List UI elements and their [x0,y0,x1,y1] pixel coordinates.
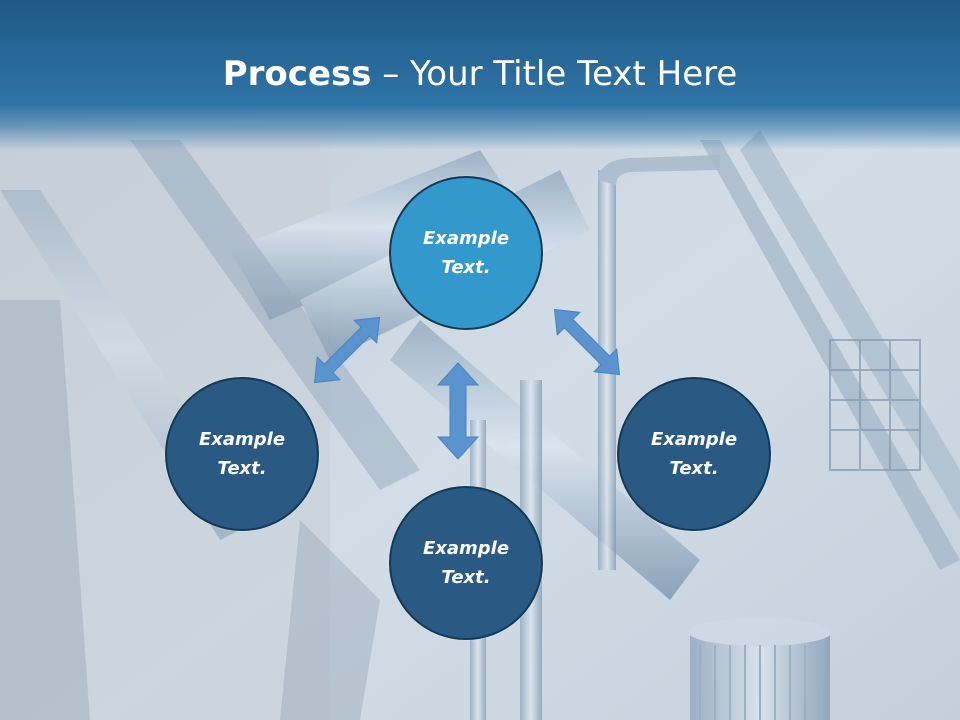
node-top-line2: Text. [441,257,491,278]
node-right-line1: Example [650,429,738,450]
node-left-line2: Text. [217,458,267,479]
node-bottom[interactable]: Example Text. [389,486,543,640]
node-bottom-line1: Example [422,538,510,559]
node-right-line2: Text. [669,458,719,479]
title-rest: – Your Title Text Here [371,54,738,94]
node-right[interactable]: Example Text. [617,377,771,531]
node-bottom-line2: Text. [441,567,491,588]
node-left[interactable]: Example Text. [165,377,319,531]
title-bold: Process [222,54,372,94]
node-top[interactable]: Example Text. [389,176,543,330]
node-left-line1: Example [198,429,286,450]
node-left-text: Example Text. [199,425,285,483]
node-top-line1: Example [422,228,510,249]
node-right-text: Example Text. [651,425,737,483]
node-top-text: Example Text. [423,224,509,282]
title-bar [0,0,960,150]
slide-title: Process – Your Title Text Here [0,52,960,96]
node-bottom-text: Example Text. [423,534,509,592]
